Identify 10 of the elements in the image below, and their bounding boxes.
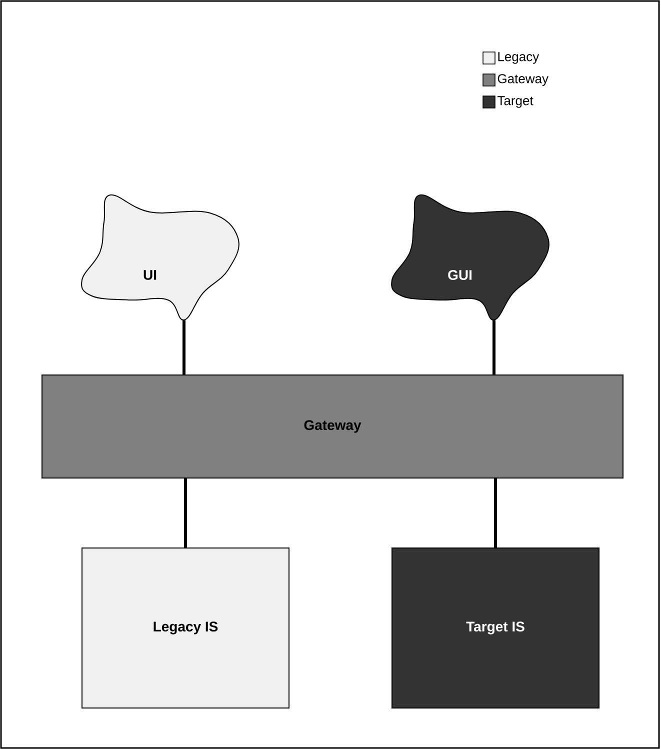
connector-line	[182, 320, 186, 374]
legend-label: Legacy	[498, 52, 540, 64]
connector-line	[184, 478, 187, 548]
connector-line	[494, 478, 497, 548]
box: Legacy IS	[82, 548, 290, 708]
legend-label: Gateway	[498, 74, 548, 86]
box: Gateway	[42, 374, 624, 478]
box: Target IS	[392, 548, 600, 708]
connector-line	[492, 320, 496, 374]
legend-label: Target	[498, 96, 534, 108]
